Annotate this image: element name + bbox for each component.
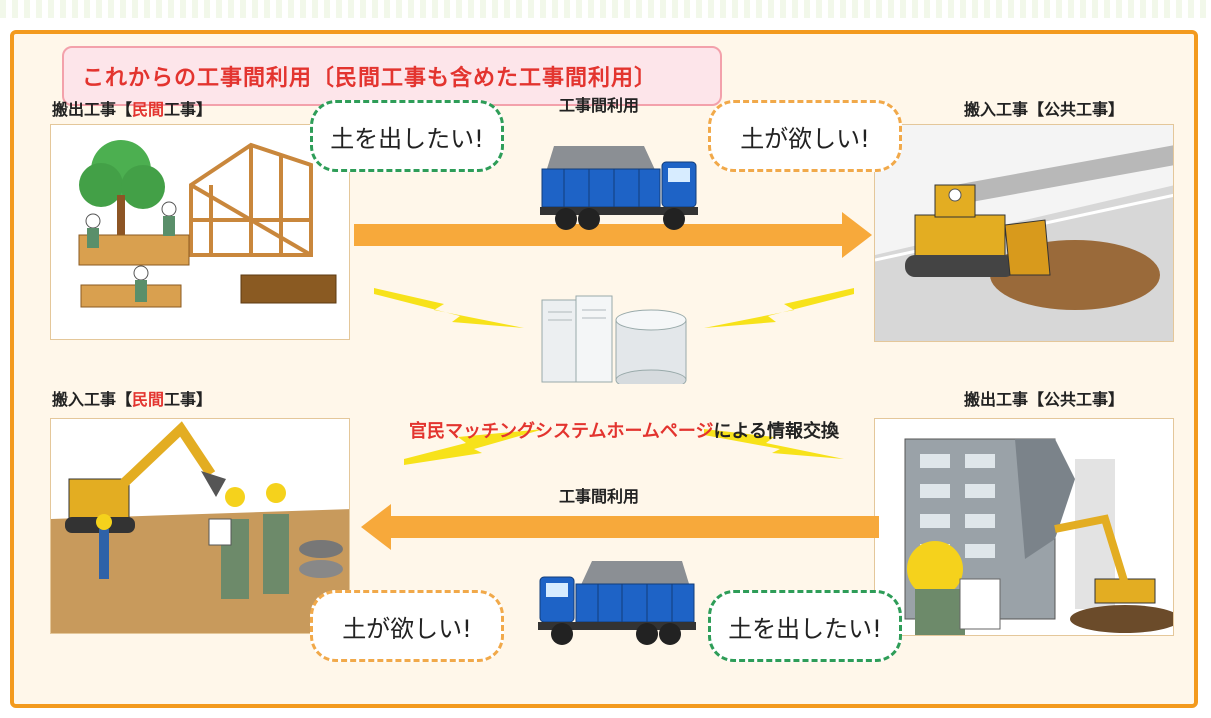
top-decor-strip	[0, 0, 1211, 18]
label-top-left-post: 工事】	[164, 100, 213, 119]
panel-bottom-right-illustration	[874, 418, 1174, 636]
bubble-bottom-left: 土が欲しい!	[310, 590, 504, 662]
center-caption: 官民マッチングシステムホームページによる情報交換	[344, 417, 904, 443]
dump-truck-icon-bottom	[538, 561, 696, 645]
excavator-site-illustration	[51, 419, 349, 633]
label-top-left-pre: 搬出工事【	[52, 100, 133, 119]
lightning-icon-top-left	[374, 288, 524, 328]
center-caption-highlight: 官民マッチングシステムホームページ	[408, 421, 714, 442]
label-top-left-hl: 民間	[132, 100, 165, 119]
title-box: これからの工事間利用〔民間工事も含めた工事間利用〕	[62, 46, 722, 106]
bubble-bottom-right: 土を出したい!	[708, 590, 902, 662]
label-top-right: 搬入工事【公共工事】	[964, 100, 1125, 119]
bubble-top-left: 土を出したい!	[310, 100, 504, 172]
flow-label-top: 工事間利用	[559, 96, 640, 115]
arrow-right-top	[354, 212, 872, 258]
panel-top-left-illustration	[50, 124, 350, 340]
page-title: これからの工事間利用〔民間工事も含めた工事間利用〕	[82, 66, 658, 91]
flow-label-bottom: 工事間利用	[559, 487, 640, 506]
lightning-icon-top-right	[704, 288, 854, 328]
dump-truck-icon	[540, 146, 698, 230]
label-bottom-left-pre: 搬入工事【	[52, 390, 133, 409]
arrow-left-bottom	[361, 504, 879, 550]
bulldozer-illustration	[875, 125, 1173, 341]
label-bottom-left-hl: 民間	[132, 390, 165, 409]
lightning-icon-bottom-right	[704, 429, 844, 459]
diagram-frame: これからの工事間利用〔民間工事も含めた工事間利用〕 搬出工事【民間工事】 搬入工…	[10, 30, 1198, 708]
label-bottom-left-post: 工事】	[164, 390, 213, 409]
center-caption-rest: による情報交換	[713, 421, 840, 442]
bubble-top-right: 土が欲しい!	[708, 100, 902, 172]
house-framing-illustration	[78, 140, 337, 308]
server-icon	[541, 295, 687, 384]
label-bottom-right: 搬出工事【公共工事】	[964, 390, 1125, 409]
panel-bottom-left-illustration	[50, 418, 350, 634]
label-bottom-left: 搬入工事【民間工事】	[52, 386, 212, 410]
label-top-left: 搬出工事【民間工事】	[52, 96, 212, 120]
demolition-illustration	[875, 419, 1173, 635]
panel-top-right-illustration	[874, 124, 1174, 342]
lightning-icon-bottom-left	[404, 429, 544, 465]
